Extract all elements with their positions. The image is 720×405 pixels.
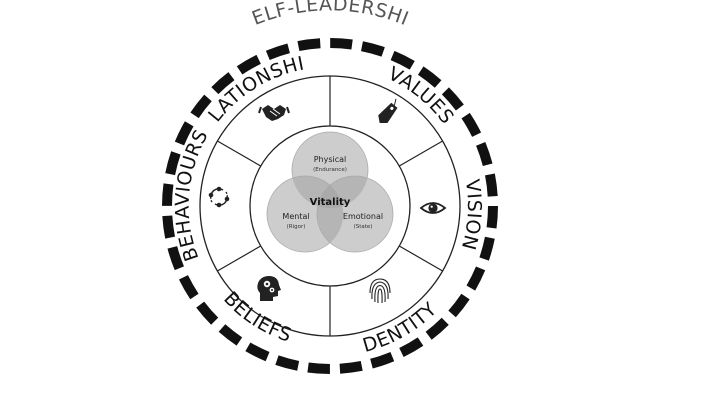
venn-emotional-label: Emotional (343, 212, 383, 221)
eye-icon (419, 202, 447, 214)
venn-center-label: Vitality (310, 197, 351, 208)
label-vision: VISION (457, 178, 485, 252)
handshake-icon (258, 105, 290, 121)
venn-physical-sub: (Endurance) (313, 167, 347, 173)
price-tag-icon (378, 98, 398, 123)
fingerprint-icon (369, 278, 391, 304)
outer-dashed-ring (162, 38, 498, 374)
venn-mental-sub: (Rigor) (287, 224, 306, 230)
vitality-venn: Physical (Endurance) Vitality Mental (Ri… (266, 131, 394, 253)
diagram-title: SELF-LEADERSHIP (0, 0, 412, 30)
head-gears-icon (257, 276, 281, 301)
venn-emotional-sub: (State) (354, 224, 373, 230)
venn-mental-label: Mental (282, 212, 309, 221)
venn-physical-label: Physical (314, 155, 347, 164)
cycle-arrows-icon (208, 186, 230, 208)
segment-dividers (217, 76, 443, 336)
